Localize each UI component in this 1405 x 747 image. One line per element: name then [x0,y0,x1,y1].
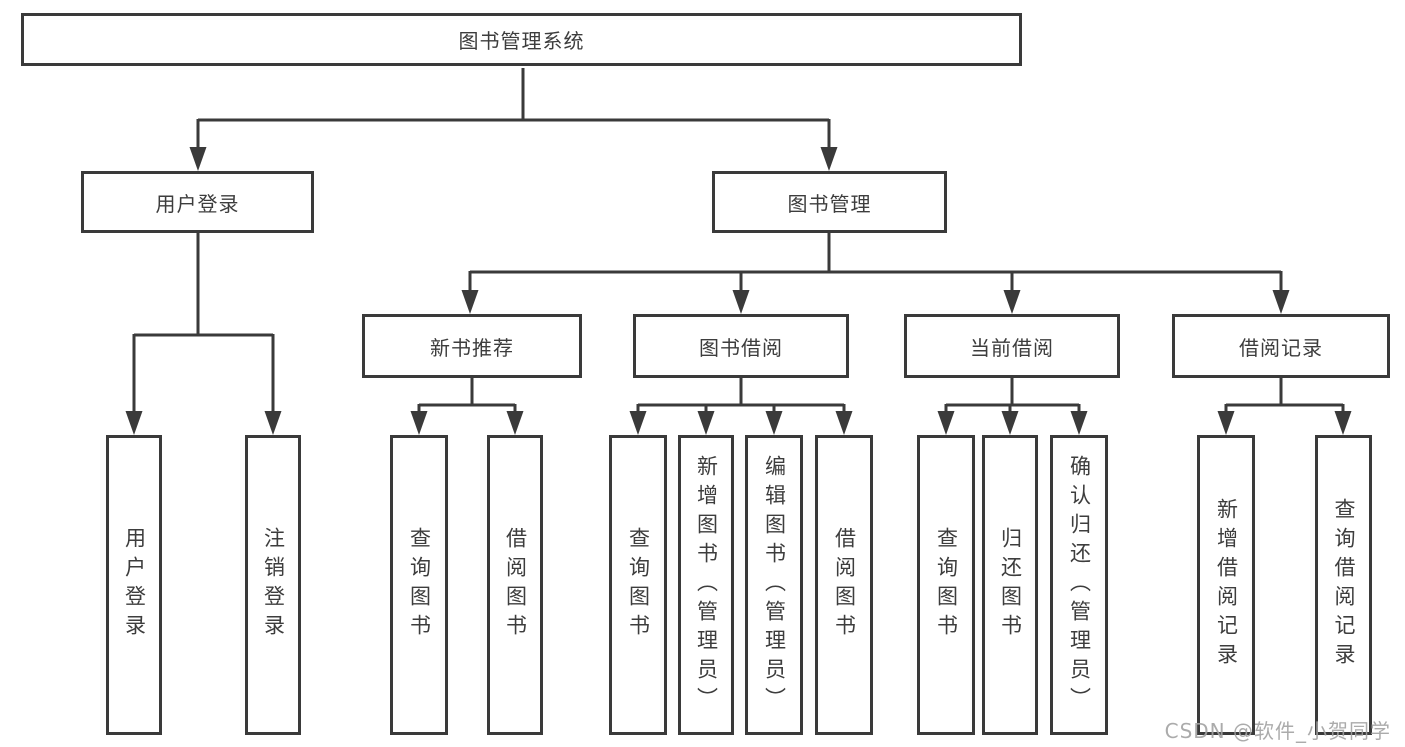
node-label: 查询图书 [934,527,959,643]
node-book-management-branch: 图书管理 [712,171,947,233]
leaf-edit-books-admin: 编辑图书（管理员） [745,435,803,735]
leaf-query-books-3: 查询图书 [917,435,975,735]
node-label: 归还图书 [998,527,1023,643]
leaf-query-borrow-record: 查询借阅记录 [1315,435,1372,735]
leaf-borrow-books-2: 借阅图书 [815,435,873,735]
leaf-add-books-admin: 新增图书（管理员） [678,435,734,735]
leaf-query-books-1: 查询图书 [390,435,448,735]
node-label: 确认归还（管理员） [1067,454,1092,716]
node-label: 图书借阅 [699,335,783,360]
leaf-user-login: 用户登录 [106,435,162,735]
node-label: 借阅记录 [1239,335,1323,360]
node-label: 当前借阅 [970,335,1054,360]
node-label: 查询图书 [407,527,432,643]
node-label: 借阅图书 [503,527,528,643]
node-label: 新增图书（管理员） [694,454,719,716]
node-label: 用户登录 [155,191,240,216]
node-label: 新增借阅记录 [1214,498,1239,672]
arrowheads [125,147,1352,435]
csdn-watermark: CSDN @软件_小贺同学 [1164,719,1391,743]
node-label: 图书管理 [787,191,872,216]
leaf-confirm-return-admin: 确认归还（管理员） [1050,435,1108,735]
node-user-login-branch: 用户登录 [81,171,314,233]
node-current-borrow: 当前借阅 [904,314,1120,378]
node-label: 编辑图书（管理员） [762,454,787,716]
leaf-query-books-2: 查询图书 [609,435,667,735]
node-label: 新书推荐 [430,335,514,360]
leaf-return-books: 归还图书 [982,435,1038,735]
leaf-add-borrow-record: 新增借阅记录 [1197,435,1255,735]
node-borrow-record: 借阅记录 [1172,314,1390,378]
node-label: 用户登录 [122,527,147,643]
leaf-logout: 注销登录 [245,435,301,735]
node-label: 查询图书 [626,527,651,643]
node-book-borrow: 图书借阅 [633,314,849,378]
leaf-borrow-books-1: 借阅图书 [487,435,543,735]
node-label: 查询借阅记录 [1332,498,1356,672]
node-label: 图书管理系统 [458,29,585,53]
node-new-book-recommend: 新书推荐 [362,314,582,378]
node-label: 借阅图书 [832,527,857,643]
node-library-management-system: 图书管理系统 [21,13,1022,66]
node-label: 注销登录 [261,527,286,643]
